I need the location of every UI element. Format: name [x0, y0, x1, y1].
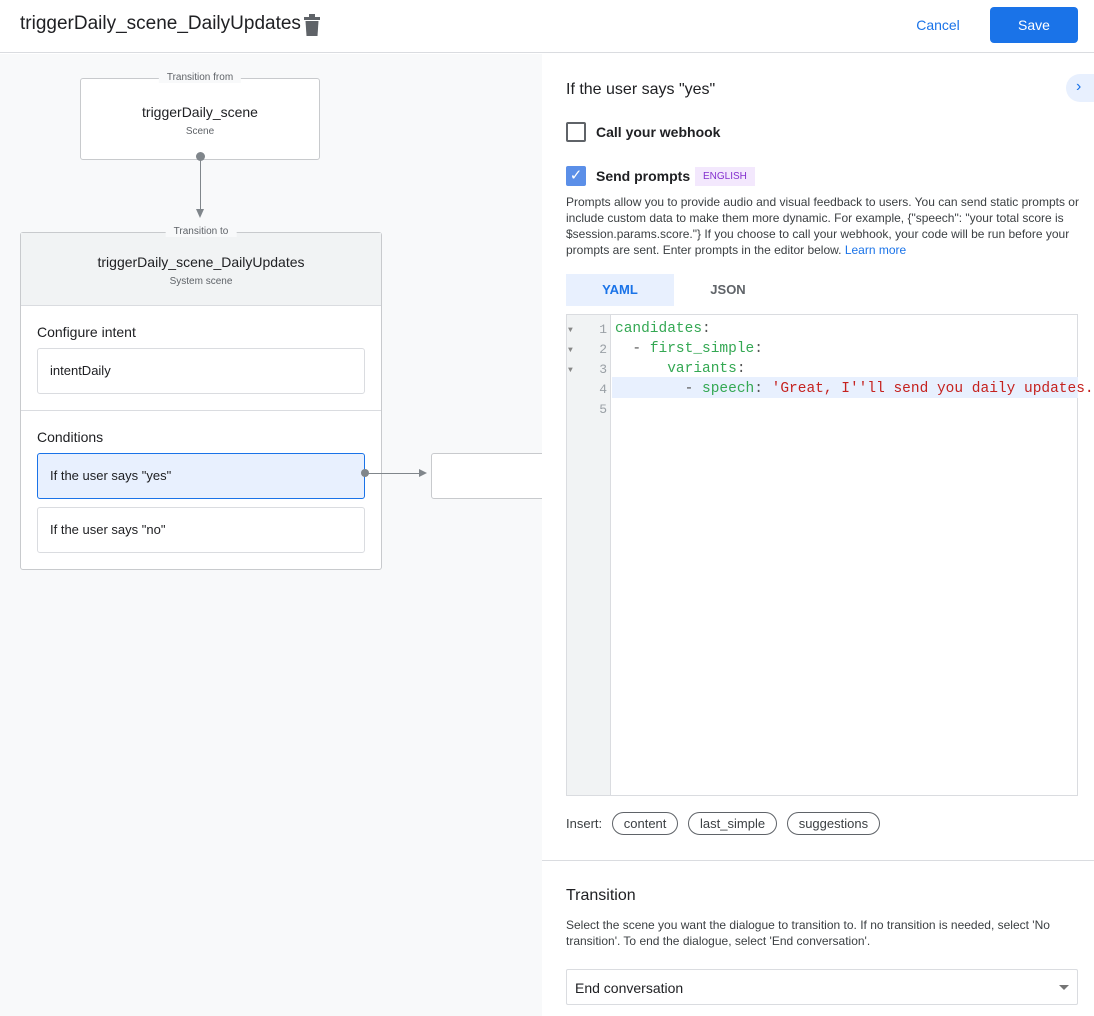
prompts-description: Prompts allow you to provide audio and v…: [566, 195, 1079, 257]
tab-yaml[interactable]: YAML: [566, 274, 674, 306]
transition-select-value: End conversation: [575, 980, 684, 996]
chip-suggestions[interactable]: suggestions: [786, 812, 881, 835]
connector-dot: [196, 152, 205, 161]
code-colon: :: [702, 321, 711, 337]
language-badge: ENGLISH: [695, 167, 755, 186]
code-dash: -: [632, 341, 650, 357]
send-prompts-checkbox[interactable]: ✓: [566, 166, 586, 186]
dropdown-arrow-icon: [1059, 985, 1069, 990]
divider: [21, 410, 381, 411]
node-legend: Transition from: [158, 72, 242, 83]
chip-content[interactable]: content: [611, 812, 679, 835]
panel-heading: If the user says "yes": [566, 81, 716, 98]
line-number: 2: [599, 342, 607, 357]
code-indent: [615, 341, 632, 357]
active-line-highlight: [612, 377, 1078, 398]
code-key: variants: [667, 361, 737, 377]
code-line: - first_simple:: [615, 341, 763, 357]
node-title: triggerDaily_scene_DailyUpdates: [97, 254, 305, 270]
insert-label: Insert:: [566, 816, 603, 831]
code-key: candidates: [615, 321, 703, 337]
condition-item-no[interactable]: If the user says "no": [37, 507, 365, 553]
condition-panel: › If the user says "yes" Call your webho…: [542, 54, 1094, 1016]
code-key: speech: [702, 381, 755, 397]
code-editor[interactable]: 1 ▼ candidates: 2 ▼ - first_simple: 3 ▼ varian…: [566, 314, 1094, 796]
line-number: 3: [599, 362, 607, 377]
connector-line: [365, 473, 421, 474]
header: triggerDaily_scene_DailyUpdates Cancel S…: [0, 0, 1094, 53]
fold-icon[interactable]: ▼: [568, 366, 573, 375]
code-colon: :: [736, 361, 746, 377]
code-indent: [615, 361, 667, 377]
node-subtitle: System scene: [169, 276, 233, 287]
webhook-checkbox[interactable]: [566, 122, 586, 142]
tab-json[interactable]: JSON: [710, 282, 746, 297]
conditions-label: Conditions: [37, 429, 104, 445]
arrow-right-icon: [419, 469, 427, 477]
page-title: triggerDaily_scene_DailyUpdates: [20, 13, 301, 34]
line-number: 1: [599, 322, 607, 337]
code-line: - speech: 'Great, I''ll send you daily u…: [615, 381, 1094, 397]
editor-gutter: [567, 315, 611, 795]
code-indent: [615, 381, 685, 397]
line-number: 5: [599, 402, 607, 417]
intent-item[interactable]: intentDaily: [37, 348, 365, 394]
connector-line: [200, 158, 201, 212]
code-line: candidates:: [615, 321, 711, 337]
condition-item-yes[interactable]: If the user says "yes": [37, 453, 365, 499]
chip-last-simple[interactable]: last_simple: [688, 812, 778, 835]
configure-intent-label: Configure intent: [37, 324, 136, 340]
scene-canvas: Transition from triggerDaily_scene Scene…: [0, 54, 551, 1016]
webhook-label: Call your webhook: [596, 124, 721, 140]
divider: [542, 860, 1094, 861]
target-scene-node[interactable]: [431, 453, 551, 499]
code-colon: :: [754, 341, 763, 357]
learn-more-link[interactable]: Learn more: [844, 243, 907, 257]
fold-icon[interactable]: ▼: [568, 326, 573, 335]
line-number: 4: [599, 382, 607, 397]
cancel-button[interactable]: Cancel: [902, 8, 974, 42]
code-key: first_simple: [649, 341, 755, 357]
insert-bar: Insert: content last_simple suggestions: [566, 812, 886, 835]
transition-description: Select the scene you want the dialogue t…: [566, 918, 1050, 948]
transition-to-node: Transition to triggerDaily_scene_DailyUp…: [20, 226, 382, 570]
code-value: 'Great, I''ll send you daily updates.: [771, 381, 1094, 397]
node-title: triggerDaily_scene: [142, 104, 258, 120]
fold-icon[interactable]: ▼: [568, 346, 573, 355]
code-line: variants:: [615, 361, 746, 377]
code-dash: -: [684, 381, 703, 397]
node-legend: Transition to: [165, 226, 237, 237]
node-subtitle: Scene: [185, 126, 215, 137]
transition-select[interactable]: End conversation: [566, 969, 1078, 1005]
trash-icon[interactable]: [303, 14, 321, 36]
save-button[interactable]: Save: [990, 7, 1078, 43]
send-prompts-label: Send prompts: [596, 168, 691, 184]
arrow-down-icon: [196, 209, 204, 218]
chevron-right-icon[interactable]: ›: [1066, 74, 1094, 102]
transition-from-node[interactable]: Transition from triggerDaily_scene Scene: [80, 72, 320, 160]
code-colon: :: [754, 381, 772, 397]
transition-heading: Transition: [566, 887, 636, 904]
